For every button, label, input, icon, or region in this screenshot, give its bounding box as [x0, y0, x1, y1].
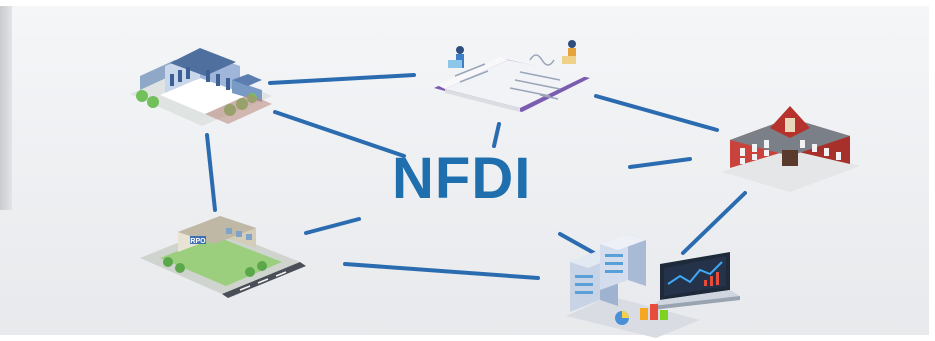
- left-edge-strip: [0, 0, 12, 210]
- connection-line: [273, 110, 406, 158]
- connection-line: [558, 232, 596, 255]
- university-building-icon: [130, 48, 272, 126]
- research-book-icon: [434, 40, 590, 112]
- chart-blocks-icon: [615, 304, 668, 325]
- server-rack-icon: [570, 234, 646, 312]
- connection-line: [304, 217, 361, 235]
- connection-line: [628, 157, 692, 169]
- diagram-title: NFDI: [392, 146, 532, 211]
- bottom-border: [0, 335, 935, 341]
- right-border: [929, 0, 935, 341]
- connections: [205, 73, 747, 280]
- top-border: [0, 0, 935, 6]
- laptop-chart-icon: [652, 252, 740, 310]
- connection-line: [594, 94, 719, 132]
- connection-line: [343, 262, 540, 280]
- connection-line: [205, 133, 217, 212]
- data-center-icon: [566, 234, 740, 338]
- red-brick-building-icon: [722, 106, 860, 192]
- connection-line: [492, 122, 501, 148]
- office-building-icon: RPO: [140, 216, 306, 298]
- connection-line: [268, 73, 416, 85]
- connection-line: [681, 191, 747, 255]
- office-sign-label: RPO: [190, 238, 206, 245]
- office-sign: [190, 236, 206, 244]
